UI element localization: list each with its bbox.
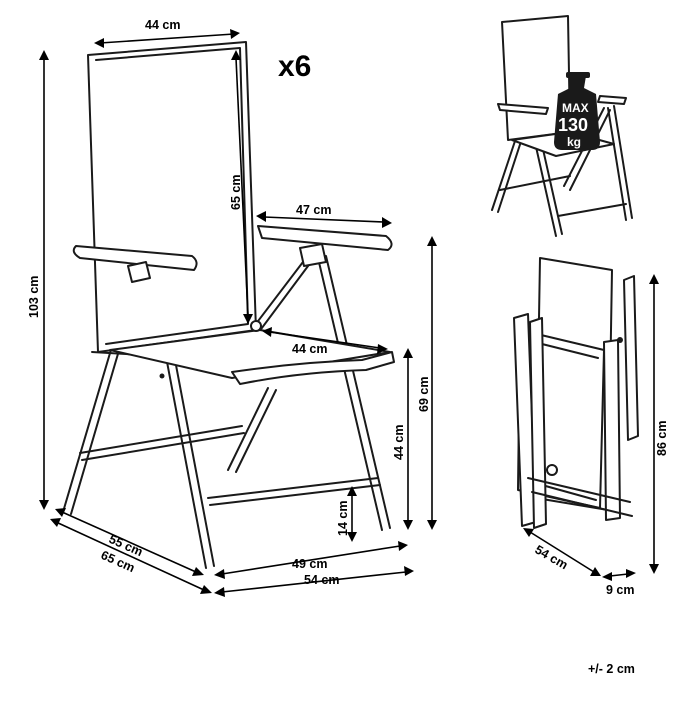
load-max-label: MAX	[562, 101, 589, 115]
weight-handle	[566, 72, 590, 78]
label-crossbar-height: 14 cm	[336, 501, 350, 536]
right-hinge	[299, 243, 327, 267]
dim-front-width: 49 cm 54 cm	[214, 541, 414, 597]
load-crossbars	[499, 175, 627, 217]
load-right-armrest	[597, 95, 627, 105]
label-armrest-height: 69 cm	[417, 377, 431, 412]
main-chair-drawing	[62, 41, 395, 569]
right-armrest	[257, 225, 393, 251]
label-front-width-outer: 54 cm	[304, 573, 339, 587]
dim-seat-height: 44 cm	[392, 348, 413, 530]
dim-folded-thickness: 9 cm	[602, 569, 636, 597]
weight-icon	[554, 76, 600, 150]
folded-crossbars	[527, 477, 633, 517]
seat-pivot	[250, 320, 262, 332]
dim-top-width: 44 cm	[94, 18, 240, 48]
folded-pivot	[546, 464, 558, 476]
back-right-leg-lower	[227, 387, 277, 473]
load-front-leg-right	[607, 105, 633, 221]
quantity-label: x6	[278, 50, 311, 83]
label-seat-height: 44 cm	[392, 425, 406, 460]
label-folded-width: 54 cm	[533, 542, 571, 572]
load-left-armrest	[497, 103, 549, 115]
seat-front-bar	[231, 351, 395, 385]
back-crossbar	[79, 425, 245, 461]
label-top-width: 44 cm	[145, 18, 180, 32]
label-backrest-height: 65 cm	[229, 175, 243, 210]
load-chair-drawing: MAX 130 kg	[491, 15, 633, 237]
folded-armrest	[623, 275, 639, 441]
left-armrest	[72, 245, 198, 271]
label-folded-thickness: 9 cm	[606, 583, 635, 597]
label-armrest-length: 47 cm	[296, 203, 331, 217]
label-folded-height: 86 cm	[655, 421, 669, 456]
load-max-unit: kg	[567, 135, 581, 149]
label-front-width-inner: 49 cm	[292, 557, 327, 571]
dim-folded-width: 54 cm	[523, 528, 601, 576]
dim-backrest-height: 65 cm	[229, 50, 253, 324]
dim-seat-width: 44 cm	[262, 327, 388, 356]
dim-armrest-length: 47 cm	[256, 203, 392, 228]
front-right-leg	[317, 255, 391, 531]
load-max-value: 130	[558, 115, 588, 135]
backrest-inner	[95, 47, 249, 345]
dim-crossbar-height: 14 cm	[336, 486, 357, 542]
dim-total-height: 103 cm	[27, 50, 49, 510]
label-total-height: 103 cm	[27, 276, 41, 318]
dim-depth: 55 cm 65 cm	[50, 508, 212, 594]
left-hinge	[127, 261, 151, 283]
folded-left-leg-2	[529, 317, 547, 529]
label-seat-width: 44 cm	[292, 342, 327, 356]
folded-chair-drawing	[513, 257, 639, 529]
dim-folded-height: 86 cm	[649, 274, 669, 574]
tolerance-note: +/- 2 cm	[588, 662, 635, 676]
folded-rivet	[617, 337, 623, 343]
rivet	[159, 373, 165, 379]
dim-armrest-height: 69 cm	[417, 236, 437, 530]
folded-right-leg	[603, 339, 621, 521]
